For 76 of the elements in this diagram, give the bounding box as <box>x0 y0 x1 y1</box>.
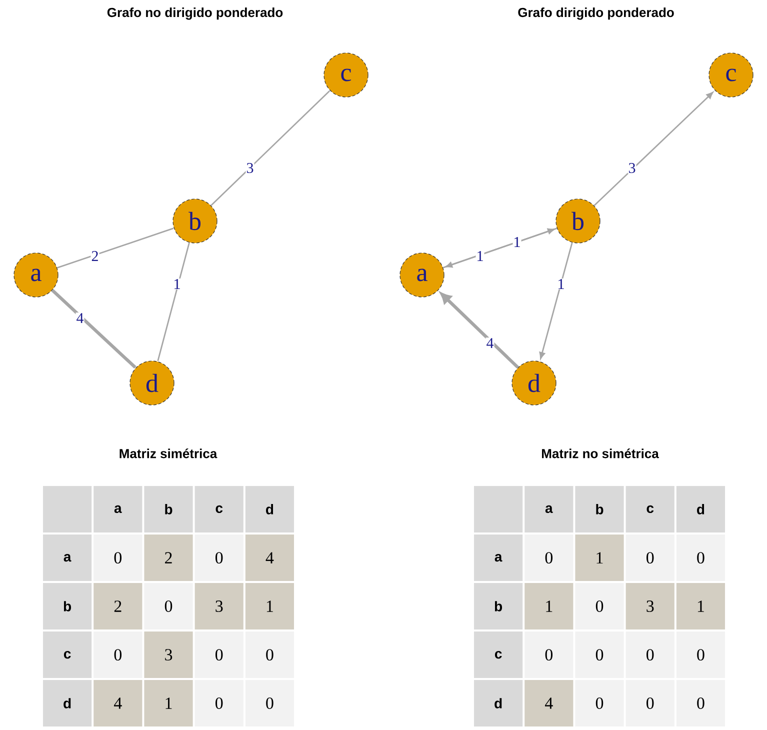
table-cell: 4 <box>94 680 142 726</box>
table-cell: 0 <box>144 582 193 630</box>
edge-label: 3 <box>628 162 636 174</box>
table-cell: 0 <box>676 632 726 678</box>
table-cell: 1 <box>676 582 726 630</box>
table-cell: d <box>245 486 294 532</box>
edge <box>440 292 520 369</box>
table-cell: b <box>575 486 624 532</box>
table-cell: 0 <box>676 534 726 582</box>
table-cell: a <box>43 534 92 582</box>
table-cell: c <box>43 632 92 678</box>
table-cell: 0 <box>676 680 726 726</box>
edge <box>210 90 330 206</box>
edge-label: 1 <box>514 237 520 247</box>
table-cell: 0 <box>194 680 244 726</box>
table-cell: 3 <box>194 582 244 630</box>
graph-vertex: c <box>324 52 368 98</box>
edge-label: 3 <box>246 162 254 174</box>
graph-vertex: c <box>708 52 754 98</box>
heading: Matriz no simétrica <box>542 448 659 458</box>
table-cell: 1 <box>524 582 574 630</box>
table-cell: b <box>474 582 523 630</box>
edge-label: 4 <box>76 313 84 323</box>
table-cell: c <box>194 486 244 532</box>
edge-label: 1 <box>478 251 483 261</box>
table-cell: a <box>94 486 142 532</box>
graph-vertex: d <box>512 360 556 406</box>
edge-label: 1 <box>558 279 564 289</box>
table-cell: 1 <box>144 680 193 726</box>
table-cell: d <box>43 680 92 726</box>
table-cell: d <box>676 486 726 532</box>
edge <box>157 242 190 362</box>
edge <box>51 289 136 369</box>
table-cell: 0 <box>626 680 674 726</box>
graph-vertex: a <box>14 252 58 298</box>
graph-vertex: b <box>556 198 600 244</box>
table-cell: 0 <box>575 680 624 726</box>
graph-vertex: a <box>400 252 444 298</box>
table-cell: a <box>524 486 574 532</box>
table-cell: 0 <box>524 534 574 582</box>
table-cell: 0 <box>94 534 142 582</box>
table-cell: d <box>474 680 523 726</box>
table-cell: 0 <box>94 632 142 678</box>
table-cell: b <box>144 486 193 532</box>
edge-label: 1 <box>174 279 180 289</box>
table-cell: 3 <box>626 582 674 630</box>
table-cell: 0 <box>524 632 574 678</box>
table-cell: 0 <box>626 534 674 582</box>
edge <box>539 242 573 359</box>
table-cell: 0 <box>245 632 294 678</box>
table-cell: b <box>43 582 92 630</box>
table-cell: 0 <box>194 632 244 678</box>
heading: Grafo dirigido ponderado <box>518 8 674 20</box>
edge-label: 4 <box>486 338 494 348</box>
table-cell: 4 <box>245 534 294 582</box>
table-cell: 0 <box>575 582 624 630</box>
table-cell: 0 <box>575 632 624 678</box>
table-cell: 0 <box>626 632 674 678</box>
table-cell: 4 <box>524 680 574 726</box>
table-cell: 2 <box>94 582 142 630</box>
table-cell: 0 <box>245 680 294 726</box>
edge <box>56 228 174 268</box>
table-cell: c <box>626 486 674 532</box>
table-cell: 0 <box>194 534 244 582</box>
table-cell: a <box>474 534 523 582</box>
table-cell: 2 <box>144 534 193 582</box>
edge-label: 2 <box>92 251 98 261</box>
table-cell: 1 <box>245 582 294 630</box>
edge <box>594 92 714 206</box>
heading: Grafo no dirigido ponderado <box>107 8 283 20</box>
graph-vertex: b <box>172 198 218 244</box>
table-cell: 1 <box>575 534 624 582</box>
table-cell: c <box>474 632 523 678</box>
graph-vertex: d <box>130 360 174 406</box>
table-cell: 3 <box>144 632 193 678</box>
heading: Matriz simétrica <box>120 448 218 458</box>
